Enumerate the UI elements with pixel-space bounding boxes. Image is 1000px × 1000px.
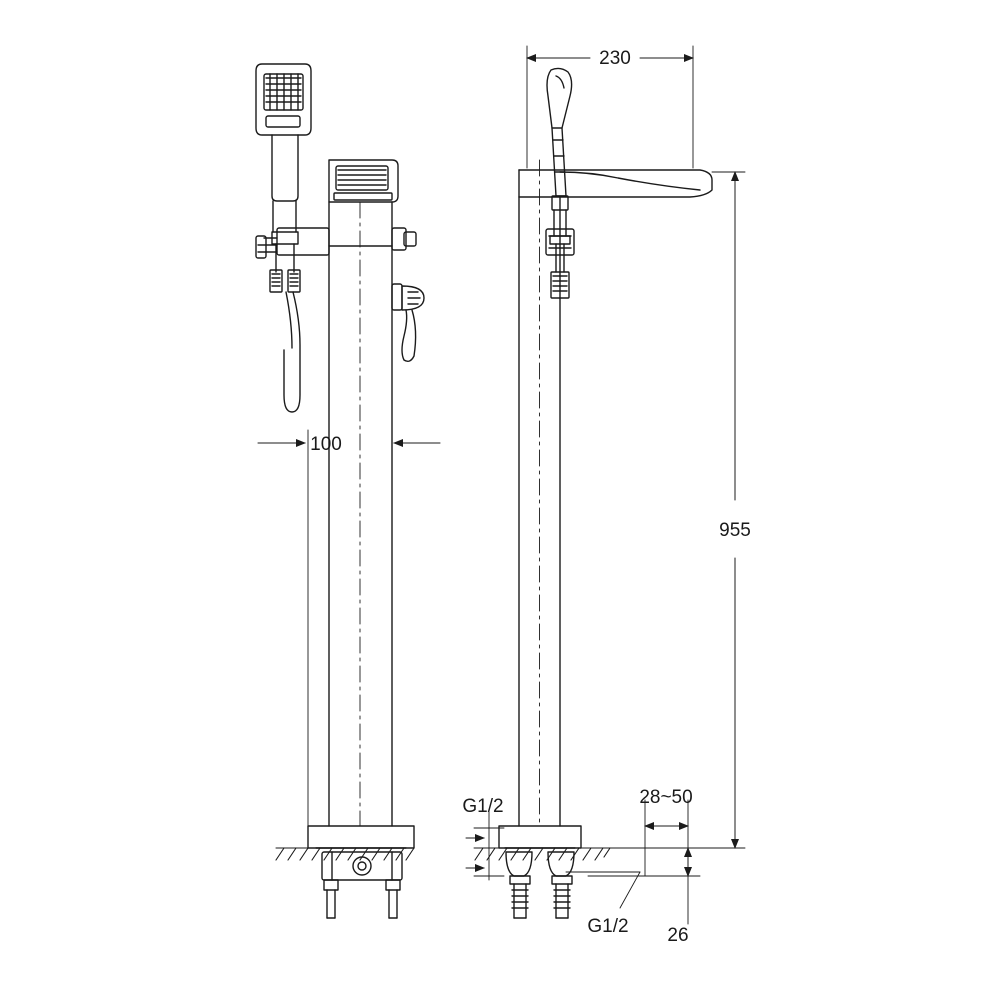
dim-label-inlet-thread-top: G1/2 (462, 796, 503, 817)
side-underfloor-fitting (321, 851, 403, 919)
dim-inlet-thread-bottom (565, 871, 641, 909)
front-floor-hatch (474, 847, 611, 861)
side-spout-head (328, 159, 399, 203)
dim-label-inlet-height: 26 (667, 925, 688, 946)
dim-label-inlet-thread-bottom: G1/2 (587, 916, 628, 937)
dim-base-width (257, 429, 441, 827)
dim-overall-height (580, 171, 746, 849)
front-base-plate (498, 825, 582, 849)
dim-spout-projection (526, 45, 694, 169)
front-spout (518, 169, 713, 198)
front-underfloor-inlets (505, 851, 575, 919)
side-diverter (391, 227, 417, 251)
dim-label-overall-height: 955 (719, 520, 751, 541)
front-column (518, 159, 561, 827)
side-column (328, 201, 393, 827)
side-lever-handle (391, 283, 425, 363)
front-view (465, 45, 746, 925)
side-floor-hatch (275, 847, 415, 861)
dim-label-base-width: 100 (310, 434, 342, 455)
dim-inlet-height (580, 847, 701, 925)
dim-inlet-thread-top (465, 811, 505, 881)
side-base-plate (307, 825, 415, 849)
dim-label-spout-projection: 230 (599, 48, 631, 69)
dim-floor-offset (644, 799, 689, 877)
side-view (255, 63, 441, 919)
dim-label-floor-offset: 28~50 (639, 787, 692, 808)
